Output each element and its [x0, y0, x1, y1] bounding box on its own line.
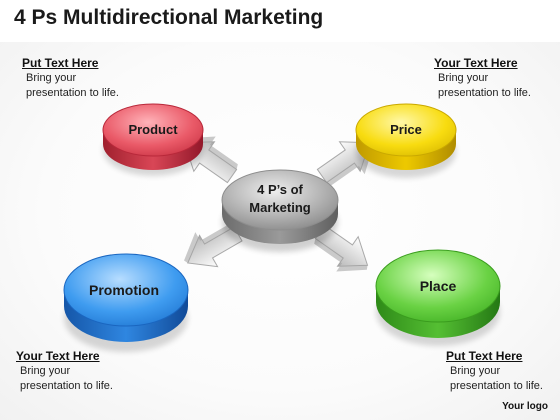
product-disc: Product — [102, 103, 204, 176]
promotion-disc: Promotion — [63, 253, 189, 352]
text-box-top-left: Put Text Here Bring your presentation to… — [22, 56, 119, 101]
text-box-body-line1: Bring your — [450, 365, 501, 377]
center-label-line1: 4 P’s of — [257, 182, 303, 197]
text-box-body-line1: Bring your — [26, 72, 77, 84]
promotion-label: Promotion — [89, 282, 159, 298]
text-box-body-line1: Bring your — [20, 365, 71, 377]
text-box-heading: Put Text Here — [22, 56, 99, 70]
text-box-bottom-left: Your Text Here Bring your presentation t… — [16, 349, 113, 394]
price-label: Price — [390, 122, 422, 137]
text-box-body-line2: presentation to life. — [20, 380, 113, 392]
center-disc: 4 P’s of Marketing — [221, 169, 339, 252]
product-label: Product — [128, 122, 178, 137]
place-disc: Place — [375, 249, 501, 346]
text-box-body-line2: presentation to life. — [450, 380, 543, 392]
text-box-heading: Put Text Here — [446, 349, 523, 363]
logo-text: Your logo — [502, 401, 548, 412]
text-box-body-line2: presentation to life. — [26, 87, 119, 99]
price-disc: Price — [355, 103, 457, 178]
text-box-body-line1: Bring your — [438, 72, 489, 84]
text-box-top-right: Your Text Here Bring your presentation t… — [434, 56, 531, 101]
center-label-line2: Marketing — [249, 200, 310, 215]
text-box-body-line2: presentation to life. — [438, 87, 531, 99]
text-box-heading: Your Text Here — [16, 349, 100, 363]
text-box-heading: Your Text Here — [434, 56, 518, 70]
page-title: 4 Ps Multidirectional Marketing — [14, 6, 324, 29]
text-box-bottom-right: Put Text Here Bring your presentation to… — [446, 349, 543, 394]
place-label: Place — [420, 278, 457, 294]
